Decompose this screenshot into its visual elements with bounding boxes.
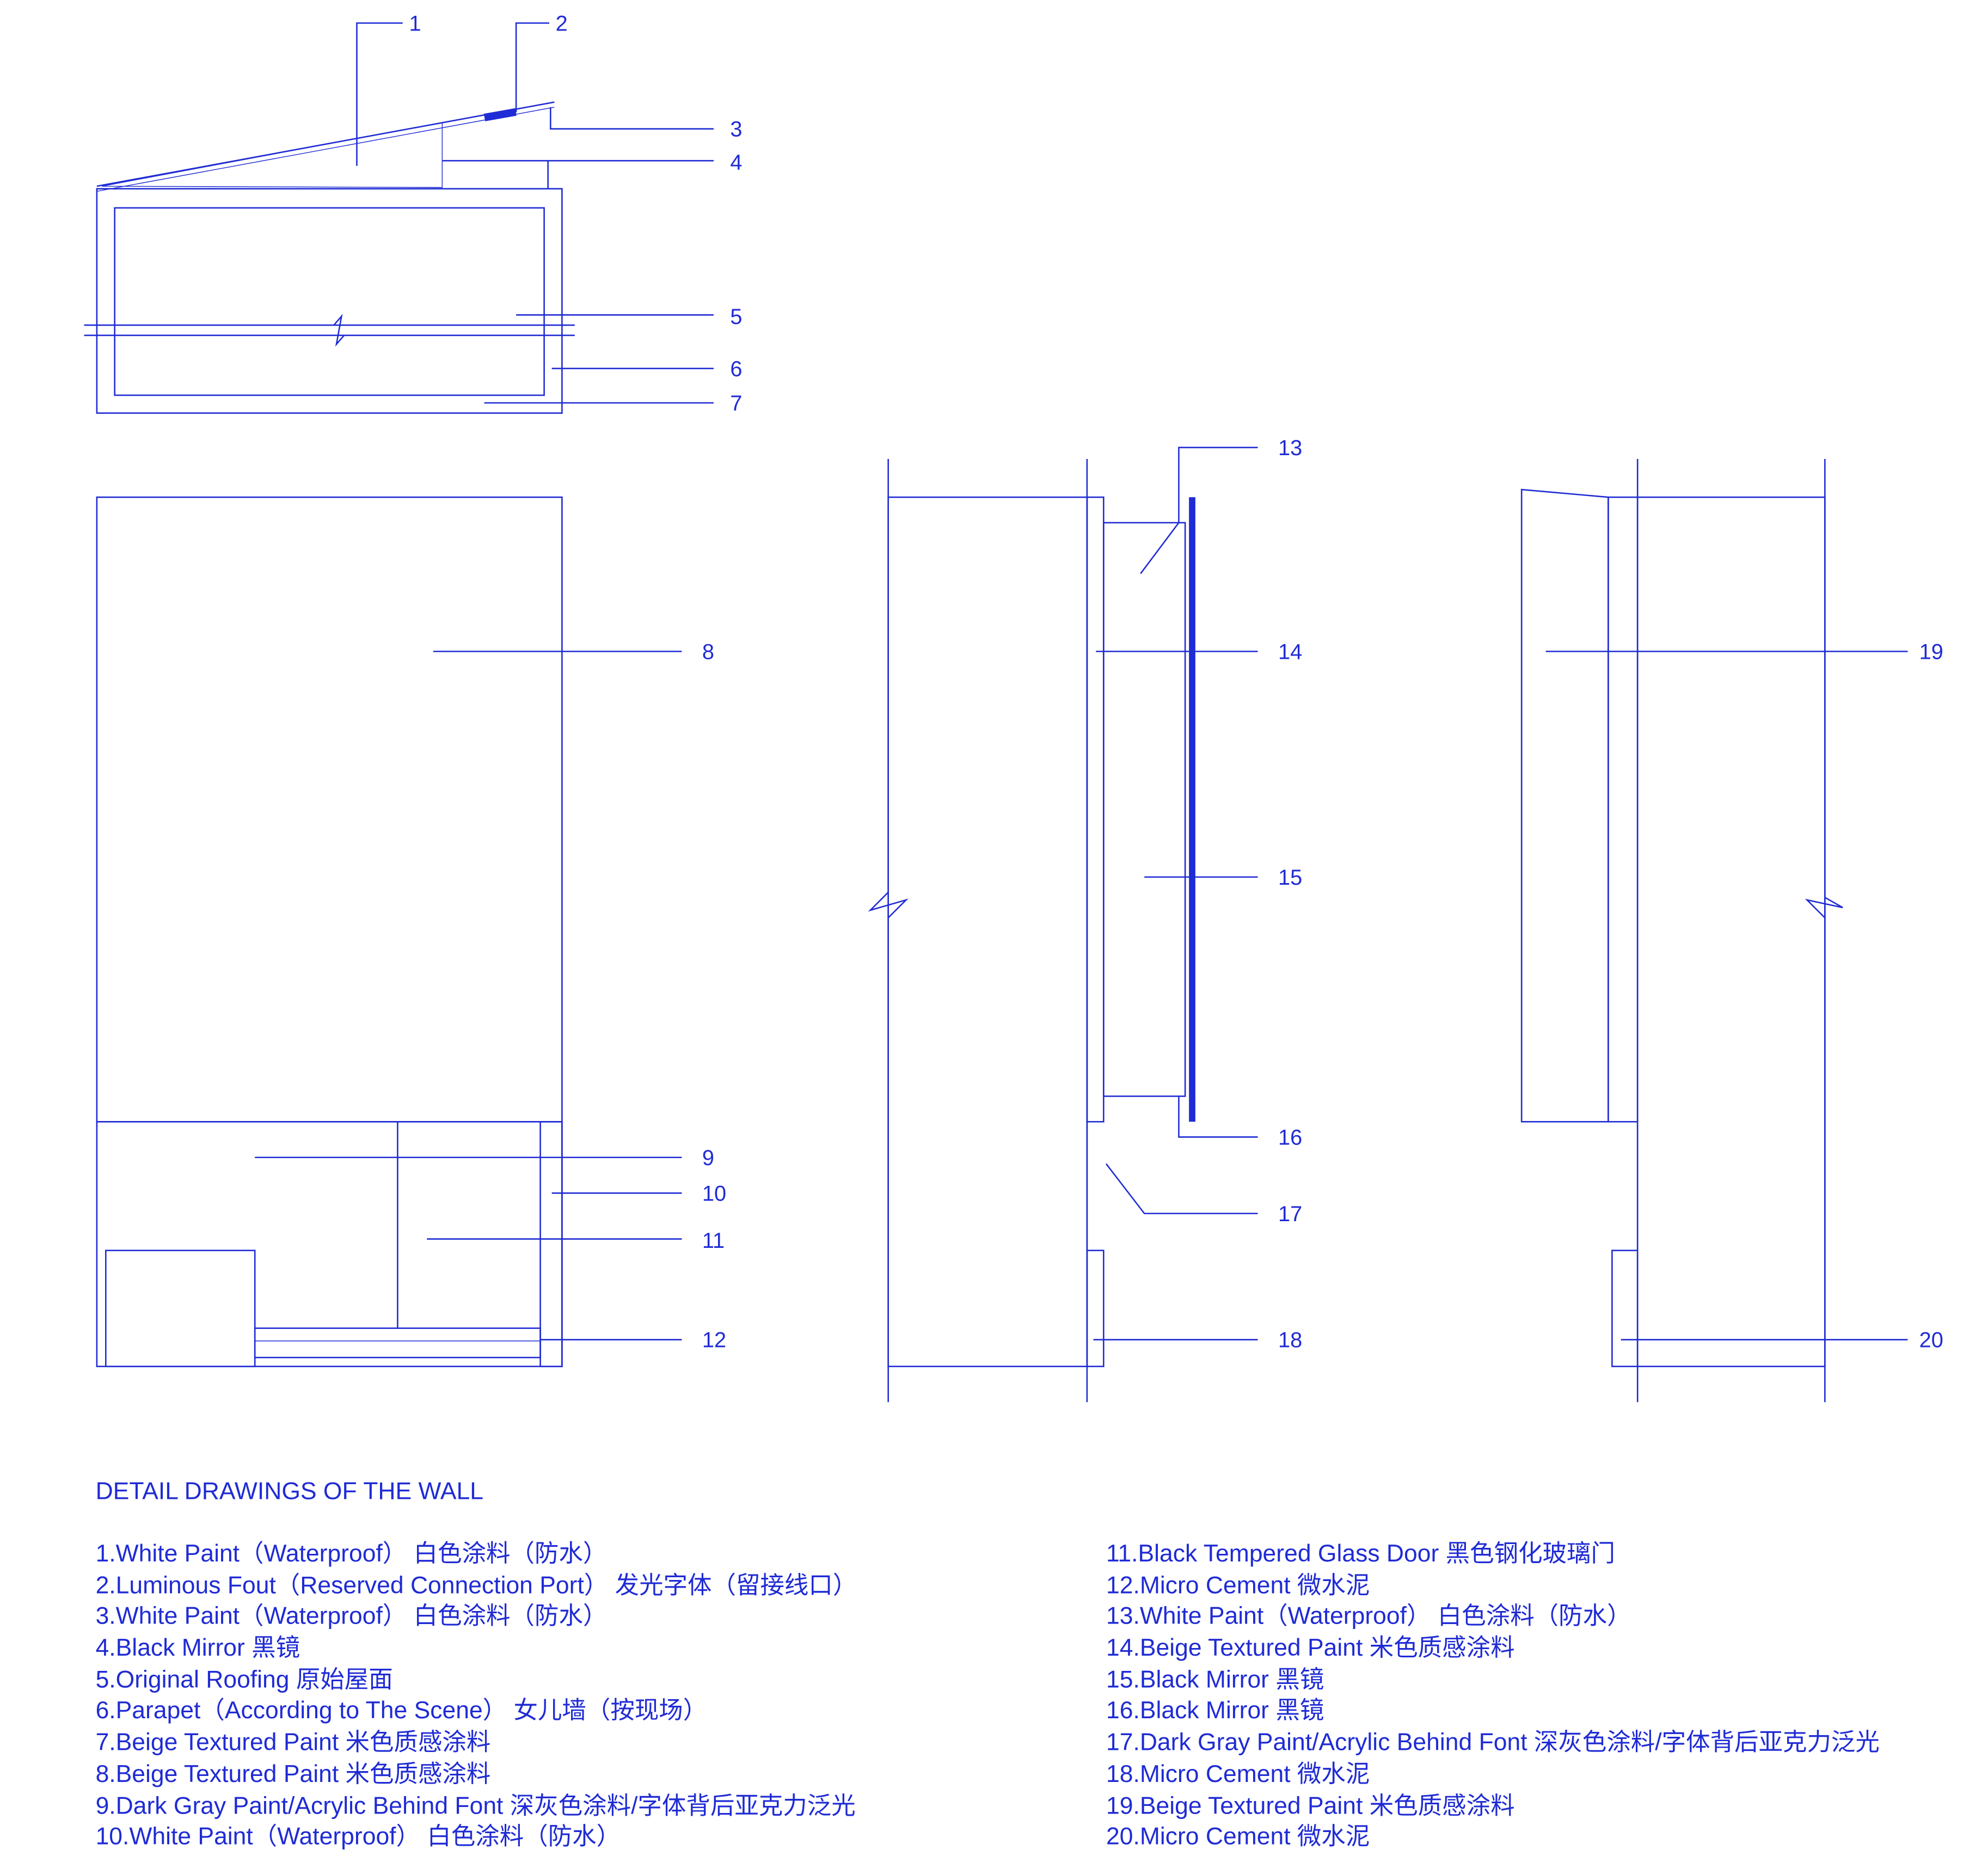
callout-5: 5: [730, 305, 742, 329]
callout-12: 12: [702, 1328, 726, 1352]
legend-item: 15.Black Mirror 黑镜: [1106, 1667, 1324, 1693]
legend-item: 9.Dark Gray Paint/Acrylic Behind Font 深灰…: [96, 1793, 856, 1820]
elevation-panel: [96, 496, 563, 1368]
legend-item: 13.White Paint（Waterproof） 白色涂料（防水）: [1106, 1603, 1631, 1630]
callout-6: 6: [730, 357, 742, 381]
callout-14: 14: [1278, 640, 1302, 664]
parapet-section: [84, 101, 575, 414]
legend-item: 8.Beige Textured Paint 米色质感涂料: [96, 1761, 491, 1787]
legend-item: 16.Black Mirror 黑镜: [1106, 1697, 1324, 1724]
callout-16: 16: [1278, 1125, 1302, 1149]
legend-item: 6.Parapet（According to The Scene） 女儿墙（按现…: [96, 1697, 708, 1724]
callout-19: 19: [1919, 640, 1943, 664]
legend-item: 18.Micro Cement 微水泥: [1106, 1761, 1370, 1787]
legend-item: 10.White Paint（Waterproof） 白色涂料（防水）: [96, 1823, 621, 1850]
legend-item: 7.Beige Textured Paint 米色质感涂料: [96, 1729, 491, 1755]
callout-15: 15: [1278, 866, 1302, 890]
legend: DETAIL DRAWINGS OF THE WALL 1.White Pain…: [96, 1478, 1880, 1849]
leader-lines: [255, 22, 1908, 1340]
legend-item: 1.White Paint（Waterproof） 白色涂料（防水）: [96, 1540, 608, 1567]
legend-title: DETAIL DRAWINGS OF THE WALL: [96, 1478, 483, 1504]
legend-item: 12.Micro Cement 微水泥: [1106, 1572, 1370, 1599]
callout-1: 1: [409, 11, 421, 35]
callout-2: 2: [556, 11, 568, 35]
legend-item: 4.Black Mirror 黑镜: [96, 1634, 300, 1661]
legend-item: 17.Dark Gray Paint/Acrylic Behind Font 深…: [1106, 1729, 1880, 1755]
section-with-sign-box: [1520, 459, 1843, 1402]
callout-13: 13: [1278, 436, 1302, 460]
callout-9: 9: [702, 1146, 714, 1170]
callout-17: 17: [1278, 1202, 1302, 1226]
callout-4: 4: [730, 151, 742, 175]
callout-20: 20: [1919, 1328, 1943, 1352]
legend-item: 19.Beige Textured Paint 米色质感涂料: [1106, 1793, 1515, 1820]
callout-11: 11: [702, 1229, 725, 1253]
section-with-glass-door: [868, 459, 1195, 1402]
legend-item: 11.Black Tempered Glass Door 黑色钢化玻璃门: [1106, 1540, 1615, 1567]
legend-item: 20.Micro Cement 微水泥: [1106, 1823, 1370, 1850]
legend-item: 3.White Paint（Waterproof） 白色涂料（防水）: [96, 1603, 608, 1630]
callout-18: 18: [1278, 1328, 1302, 1352]
callout-10: 10: [702, 1181, 726, 1205]
legend-item: 5.Original Roofing 原始屋面: [96, 1667, 393, 1693]
callout-8: 8: [702, 640, 714, 664]
callout-3: 3: [730, 118, 742, 142]
legend-item: 2.Luminous Fout（Reserved Connection Port…: [96, 1572, 857, 1599]
legend-item: 14.Beige Textured Paint 米色质感涂料: [1106, 1634, 1515, 1661]
callout-7: 7: [730, 391, 742, 415]
callout-numbers: 1 2 3 4 5 6 7 8 9 10 11 12 13 14 15 16 1…: [409, 11, 1943, 1352]
